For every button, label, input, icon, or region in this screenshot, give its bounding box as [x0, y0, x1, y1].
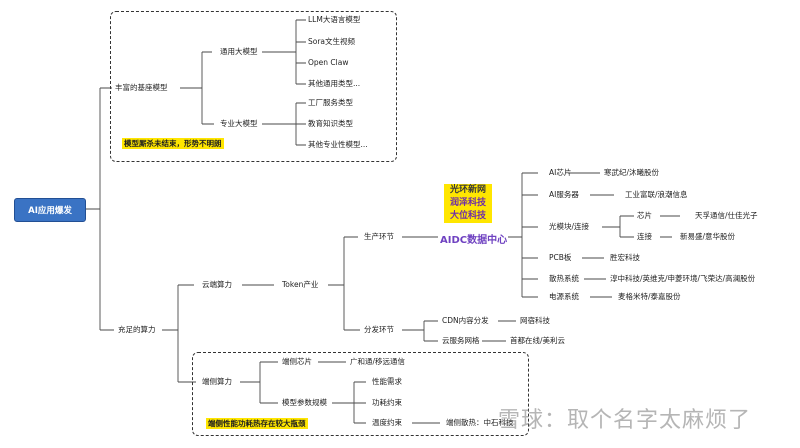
token-industry-node[interactable]: Token产业 [282, 280, 319, 289]
distribution-node[interactable]: 分发环节 [364, 325, 394, 334]
general-item-openclaw[interactable]: Open Claw [308, 58, 349, 67]
edge-note: 端侧性能功耗热存在较大瓶颈 [206, 418, 308, 429]
special-item-other[interactable]: 其他专业性模型... [308, 140, 368, 149]
production-node[interactable]: 生产环节 [364, 232, 394, 241]
idc-company-3[interactable]: 大位科技 [444, 210, 492, 223]
dist-cdn-companies: 网宿科技 [520, 316, 550, 325]
dist-cloud-mesh[interactable]: 云服务网格 [442, 336, 480, 345]
watermark-text: 雪球：取个名字太麻烦了 [498, 408, 752, 433]
prod-ai-server-companies: 工业富联/浪潮信息 [625, 190, 688, 199]
idc-company-1[interactable]: 光环新网 [444, 184, 492, 197]
prod-cooling[interactable]: 散热系统 [549, 274, 579, 283]
prod-pcb[interactable]: PCB板 [549, 253, 572, 262]
prod-optical-connect-companies: 新易盛/意华股份 [680, 232, 736, 241]
edge-cooling-companies: 端侧散热：中石科技 [446, 418, 514, 427]
edge-param-temperature[interactable]: 温度约束 [372, 418, 402, 427]
prod-power[interactable]: 电源系统 [549, 292, 579, 301]
special-model-node[interactable]: 专业大模型 [220, 119, 258, 128]
general-item-llm[interactable]: LLM大语言模型 [308, 15, 361, 24]
prod-optical-connect[interactable]: 连接 [637, 232, 652, 241]
prod-power-companies: 麦格米特/泰嘉股份 [618, 292, 681, 301]
special-item-factory[interactable]: 工厂服务类型 [308, 98, 353, 107]
edge-chip-node[interactable]: 端侧芯片 [282, 357, 312, 366]
root-node[interactable]: AI应用爆发 [14, 198, 86, 222]
base-model-node[interactable]: 丰富的基座模型 [115, 83, 168, 92]
prod-optical-chip-companies: 天孚通信/仕佳光子 [695, 211, 758, 220]
prod-optical[interactable]: 光模块/连接 [549, 222, 590, 231]
dist-cloud-mesh-companies: 首都在线/美利云 [510, 336, 566, 345]
edge-param-performance[interactable]: 性能需求 [372, 377, 402, 386]
cloud-compute-node[interactable]: 云端算力 [202, 280, 232, 289]
base-model-box [110, 11, 397, 162]
prod-ai-chip[interactable]: AI芯片 [549, 168, 572, 177]
special-item-education[interactable]: 教育知识类型 [308, 119, 353, 128]
edge-params-node[interactable]: 模型参数规模 [282, 398, 327, 407]
aidc-center-node[interactable]: AIDC数据中心 [440, 235, 508, 246]
idc-companies: 光环新网 润泽科技 大位科技 [444, 184, 492, 223]
edge-compute-node[interactable]: 端侧算力 [202, 377, 232, 386]
general-item-other[interactable]: 其他通用类型... [308, 79, 361, 88]
edge-chip-companies: 广和通/移远通信 [350, 357, 406, 366]
general-model-node[interactable]: 通用大模型 [220, 47, 258, 56]
prod-ai-chip-companies: 寒武纪/沐曦股份 [604, 168, 660, 177]
general-item-sora[interactable]: Sora文生视频 [308, 37, 356, 46]
prod-optical-chip[interactable]: 芯片 [637, 211, 652, 220]
edge-compute-box [192, 352, 529, 436]
prod-cooling-companies: 淳中科技/英维克/申菱环境/飞荣达/高澜股份 [610, 274, 756, 283]
prod-pcb-companies: 胜宏科技 [610, 253, 640, 262]
dist-cdn[interactable]: CDN内容分发 [442, 316, 489, 325]
base-model-note: 模型厮杀未结束，形势不明朗 [122, 138, 224, 149]
prod-ai-server[interactable]: AI服务器 [549, 190, 579, 199]
idc-company-2[interactable]: 润泽科技 [444, 197, 492, 210]
edge-param-power[interactable]: 功耗约束 [372, 398, 402, 407]
compute-node[interactable]: 充足的算力 [118, 325, 156, 334]
